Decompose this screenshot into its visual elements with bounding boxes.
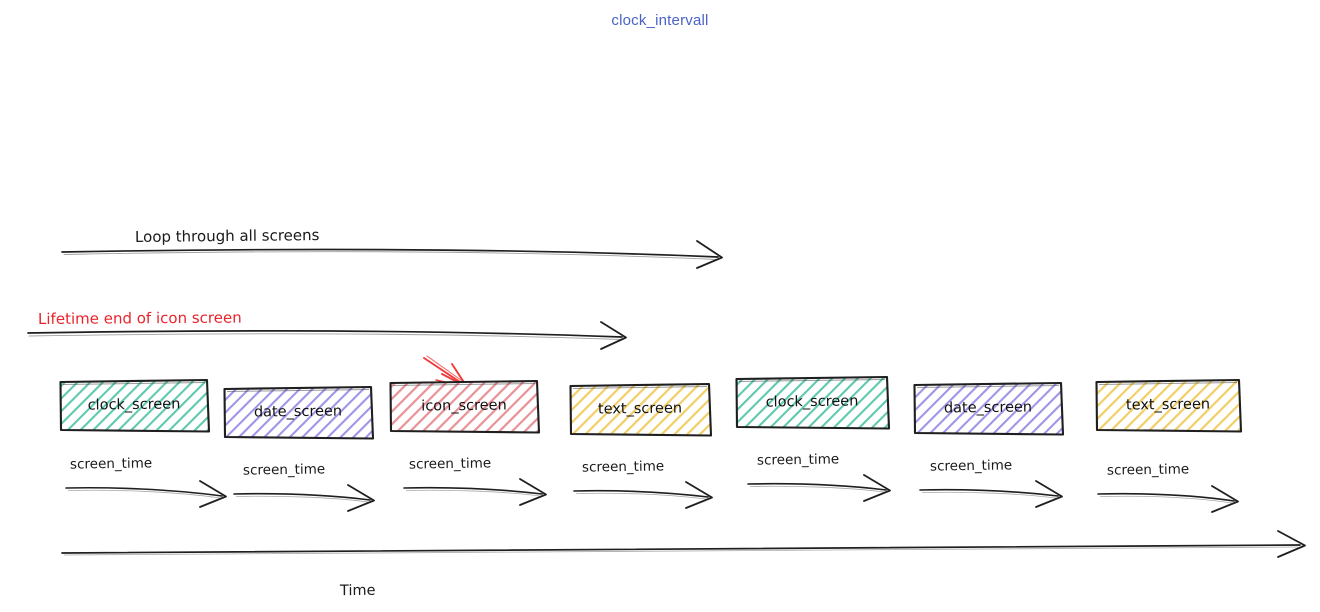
screen-time-arrow-2 [233,484,375,512]
screen-box-date-screen-2[interactable] [913,381,1065,436]
screen-time-arrow-3 [403,478,547,506]
screen-time-arrow-7 [1097,485,1239,513]
loop-annotation-label: Loop through all screens [134,226,320,246]
screen-time-label-3: screen_time [408,455,492,473]
screen-box-clock-screen-1[interactable] [59,378,211,433]
time-axis-label: Time [339,582,376,600]
screen-time-arrow-6 [919,480,1063,508]
time-axis-arrow [61,530,1306,558]
page-title: clock_intervall [611,12,709,29]
screen-time-label-4: screen_time [581,458,665,476]
screen-time-label-7: screen_time [1106,461,1190,479]
screen-time-label-2: screen_time [242,461,326,479]
lifetime-end-of-icon-screen-arrow [27,321,627,350]
screen-time-arrow-1 [65,480,227,508]
loop-through-all-screens-arrow [61,240,723,269]
screen-time-label-1: screen_time [69,455,153,473]
screen-box-icon-screen[interactable] [389,379,541,434]
screen-box-text-screen-2[interactable] [1095,378,1243,433]
screen-time-arrow-5 [747,474,891,502]
screen-time-arrow-4 [573,481,713,509]
lifetime-annotation-label: Lifetime end of icon screen [37,308,242,328]
screen-box-clock-screen-2[interactable] [735,375,891,430]
screen-time-label-5: screen_time [756,451,840,469]
screen-box-text-screen-1[interactable] [569,382,713,437]
screen-box-date-screen-1[interactable] [223,385,375,440]
screen-time-label-6: screen_time [929,457,1013,475]
